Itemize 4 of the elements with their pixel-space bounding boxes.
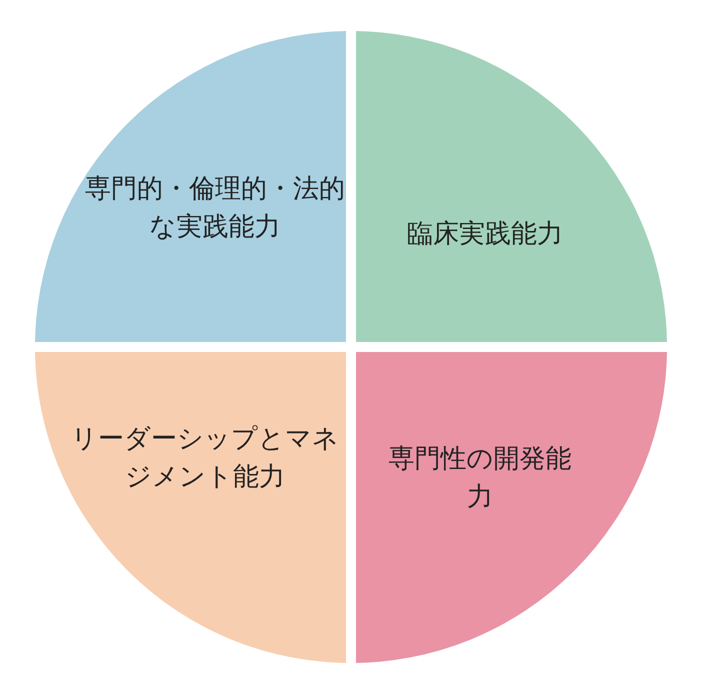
segment-label: 専門性の開発能力 — [388, 443, 572, 514]
segment-label: 臨床実践能力 — [406, 218, 564, 251]
segment-label: リーダーシップとマネジメント能力 — [70, 423, 340, 494]
segment-label: 専門的・倫理的・法的な実践能力 — [85, 173, 345, 244]
